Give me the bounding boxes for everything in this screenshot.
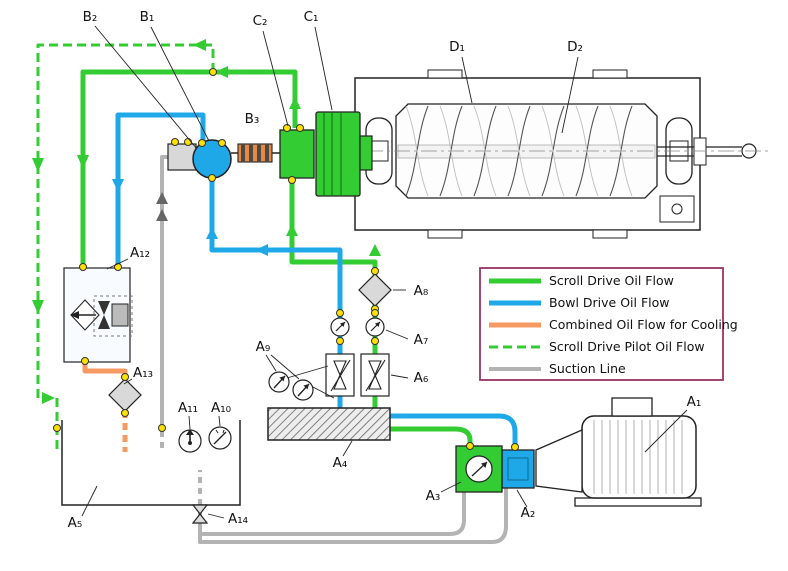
label-a9: A₉ xyxy=(256,339,271,355)
fan-icon xyxy=(98,315,110,329)
shaft-flange xyxy=(693,137,707,166)
flow-arrows xyxy=(32,39,381,404)
legend-label-pilot: Scroll Drive Pilot Oil Flow xyxy=(549,339,705,354)
label-b1: B₁ xyxy=(140,9,155,25)
label-b2: B₂ xyxy=(83,9,98,25)
label-a13: A₁₃ xyxy=(133,365,153,381)
oil-tank xyxy=(61,420,241,506)
scroll-drive-motor-group xyxy=(279,111,373,197)
motor-c2 xyxy=(279,129,315,179)
label-a1: A₁ xyxy=(687,394,702,410)
manifold-block xyxy=(267,407,391,441)
label-a5: A₅ xyxy=(68,515,83,531)
legend-label-scroll: Scroll Drive Oil Flow xyxy=(549,273,674,288)
power-pack xyxy=(455,397,702,507)
oil-cooler xyxy=(63,267,133,363)
frame-lug xyxy=(592,69,628,79)
frame-lug xyxy=(427,69,463,79)
leader-lines xyxy=(81,25,688,519)
bowl-pump-b1 xyxy=(192,139,232,179)
cooler-flow-arrowhead xyxy=(70,311,79,319)
label-a2: A₂ xyxy=(521,505,536,521)
label-a14: A₁₄ xyxy=(228,511,248,527)
label-a3: A₃ xyxy=(426,488,441,504)
label-c2: C₂ xyxy=(253,13,268,29)
bowl-pump-a2 xyxy=(501,449,535,489)
tank-gauges xyxy=(178,426,232,453)
scroll-hub xyxy=(397,144,656,159)
cooling-line xyxy=(82,360,128,380)
fan-motor xyxy=(111,303,129,327)
pressure-gauges xyxy=(268,365,335,401)
gearbox-c1 xyxy=(315,111,361,197)
label-d2: D₂ xyxy=(567,39,583,55)
bowl-pump-output-line xyxy=(390,413,518,448)
filter-a8 xyxy=(358,273,392,307)
suction-line-a2 xyxy=(198,488,508,544)
motor-fins xyxy=(593,420,683,494)
electric-motor-a1 xyxy=(581,415,697,499)
label-a7: A₇ xyxy=(414,332,429,348)
frame-accessory-port xyxy=(671,203,683,215)
scroll-pump-a3 xyxy=(455,445,503,493)
label-a12: A₁₂ xyxy=(130,245,150,261)
component-labels: B₂ B₁ C₂ C₁ D₁ D₂ B₃ A₁₂ A₈ A₇ A₆ A₉ A₁₃… xyxy=(68,9,702,531)
label-a11: A₁₁ xyxy=(178,400,198,416)
label-b3: B₃ xyxy=(245,111,260,127)
scroll-pump-output-line xyxy=(390,426,473,448)
legend-border xyxy=(479,267,724,381)
port-dots xyxy=(53,68,519,451)
fan-icon xyxy=(98,301,110,315)
label-a10: A₁₀ xyxy=(211,400,231,416)
legend-label-bowl: Bowl Drive Oil Flow xyxy=(549,295,669,310)
gearbox-flange xyxy=(359,135,373,171)
label-c1: C₁ xyxy=(304,9,319,25)
fan-enclosure xyxy=(93,295,133,337)
charge-pump-b2 xyxy=(167,143,197,171)
label-a4: A₄ xyxy=(333,455,348,471)
label-a8: A₈ xyxy=(414,283,429,299)
decanter-centrifuge xyxy=(340,69,770,239)
flow-control-valves xyxy=(325,353,390,397)
suction-line-a3 xyxy=(200,492,466,536)
drain-valve xyxy=(191,504,209,524)
frame-accessory-box xyxy=(659,195,695,223)
label-a6: A₆ xyxy=(414,370,429,386)
scroll-pilot-line xyxy=(36,43,215,452)
flow-indicators xyxy=(330,317,385,337)
frame-lug xyxy=(592,229,628,239)
legend-label-suction: Suction Line xyxy=(549,361,626,376)
label-d1: D₁ xyxy=(449,39,465,55)
bowl-drive-pump-group xyxy=(167,139,280,179)
motor-base xyxy=(574,497,702,507)
bell-housing xyxy=(535,429,583,493)
legend-label-cooling: Combined Oil Flow for Cooling xyxy=(549,317,738,332)
terminal-box xyxy=(611,397,653,417)
charge-suction-line xyxy=(160,155,168,420)
legend: Scroll Drive Oil Flow Bowl Drive Oil Flo… xyxy=(479,267,738,381)
frame-lug xyxy=(427,229,463,239)
